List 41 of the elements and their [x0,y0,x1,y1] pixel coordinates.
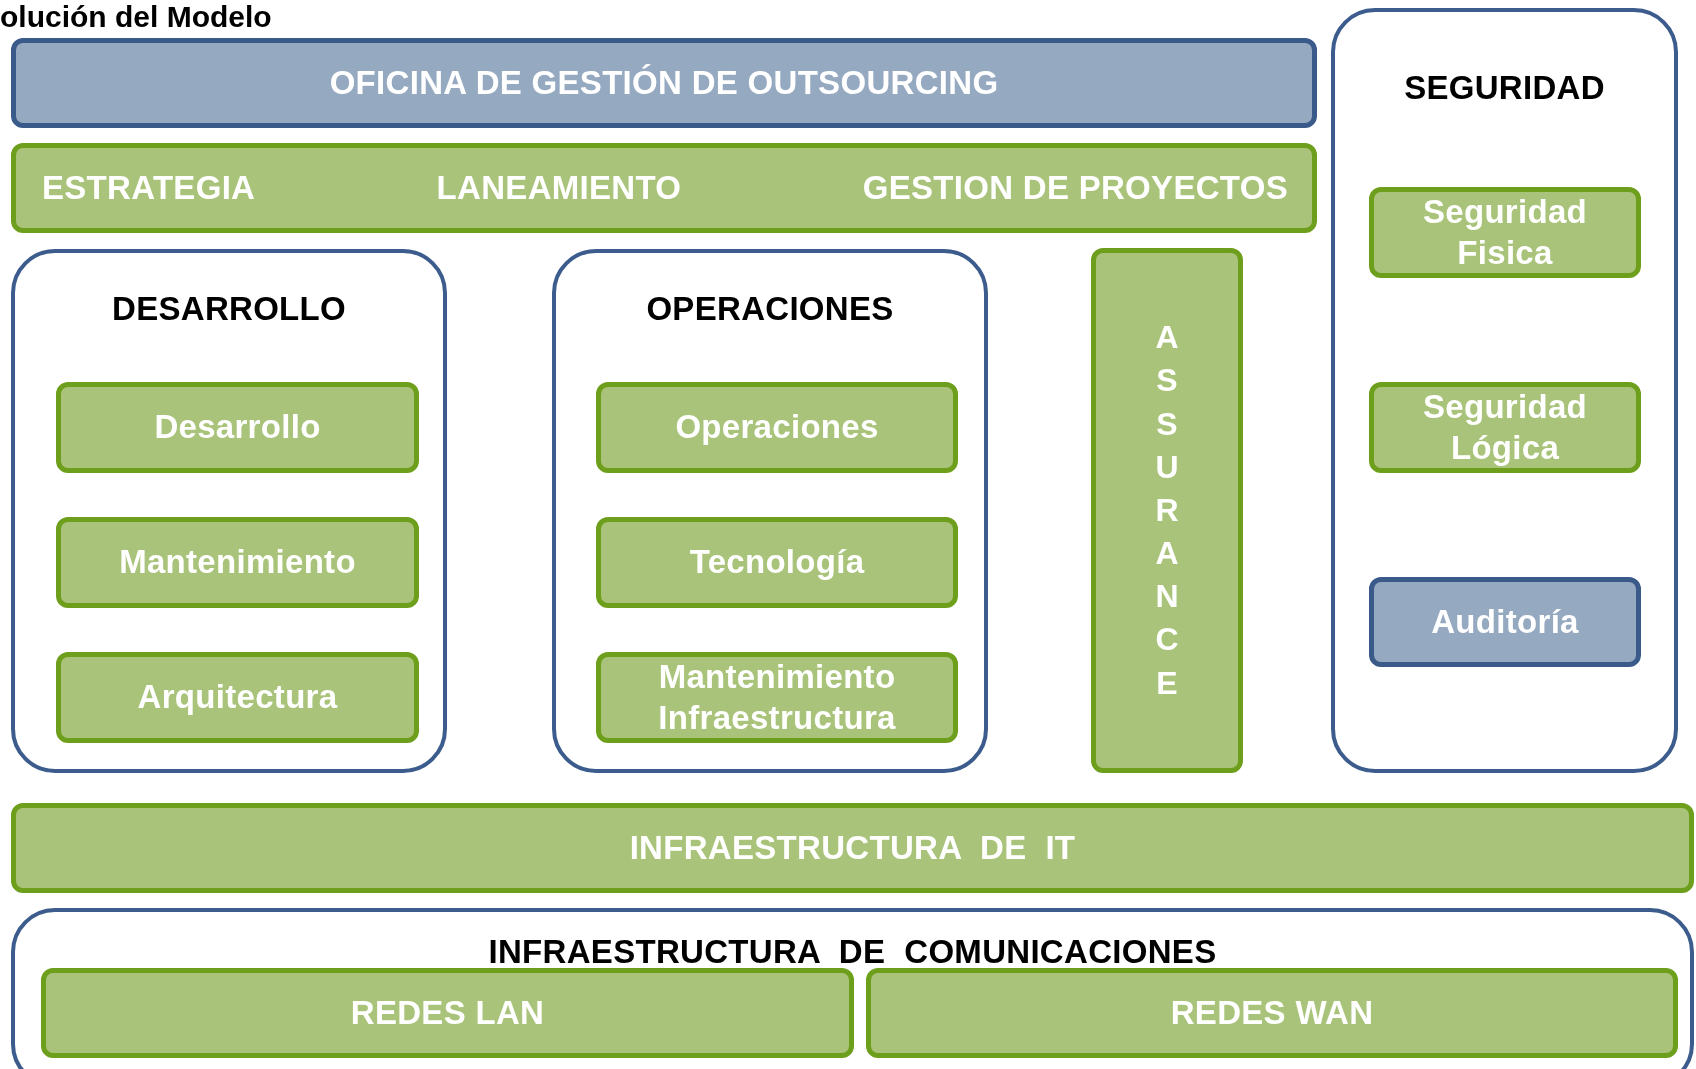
box-label: Desarrollo [154,407,321,448]
box-label: REDES LAN [350,992,545,1033]
label-box [1369,382,1641,473]
box-label: Tecnología [689,542,865,583]
label-box [11,38,1317,128]
box-label: GESTION DE PROYECTOS [862,167,1288,208]
box-label: Auditoría [1431,601,1579,642]
page-title: olución del Modelo [0,0,272,34]
label-box [56,517,419,608]
box-label: Mantenimiento [119,542,356,583]
box-label: Arquitectura [137,677,338,718]
box-label: LANEAMIENTO [436,167,682,208]
label-box [866,968,1678,1058]
label-box [1369,187,1641,278]
box-label: Mantenimiento Infraestructura [657,657,897,738]
vertical-label: ASSURANCE [1154,318,1180,703]
group-heading: DESARROLLO [112,289,346,329]
group-frame [552,249,988,773]
label-box [596,652,958,743]
vertical-band [1091,248,1243,773]
label-box [596,517,958,608]
label-box [56,652,419,743]
label-box [56,382,419,473]
group-heading: INFRAESTRUCTURA DE COMUNICACIONES [488,932,1217,972]
banner-bar [11,143,1317,233]
box-label: REDES WAN [1170,992,1374,1033]
group-frame [11,908,1694,1069]
box-label: Seguridad Lógica [1421,387,1589,468]
group-frame [1331,8,1678,773]
label-box [1369,577,1641,667]
group-frame [11,249,447,773]
group-heading: SEGURIDAD [1404,68,1605,108]
box-label: Seguridad Fisica [1421,192,1589,273]
box-label: OFICINA DE GESTIÓN DE OUTSOURCING [329,62,999,103]
box-label: ESTRATEGIA [42,167,256,208]
label-box [596,382,958,473]
label-box [41,968,854,1058]
box-label: Operaciones [675,407,879,448]
group-heading: OPERACIONES [646,289,894,329]
box-label: INFRAESTRUCTURA DE IT [629,827,1076,868]
label-box [11,803,1694,893]
